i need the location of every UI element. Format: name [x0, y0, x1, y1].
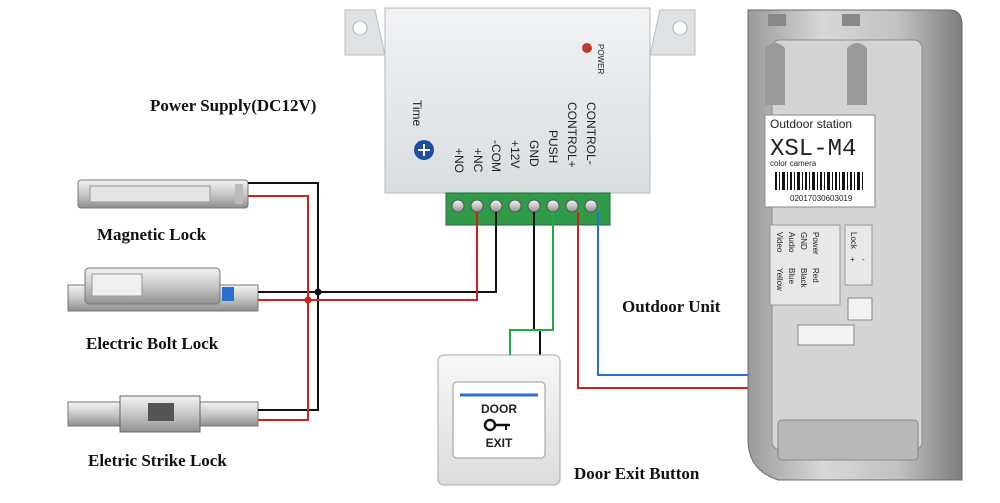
- time-knob-icon: [414, 140, 434, 160]
- electric-strike-lock-label: Eletric Strike Lock: [88, 451, 227, 470]
- electric-bolt-lock-image: [67, 267, 259, 312]
- sticker-title: Outdoor station: [770, 117, 852, 131]
- terminal-label-control-minus: CONTROL-: [584, 102, 598, 165]
- terminal-label-nc: +NC: [471, 148, 485, 173]
- lock-terminal-label: Lock + -: [844, 224, 873, 286]
- terminal-label-control-plus: CONTROL+: [565, 102, 579, 168]
- terminal-block: [445, 192, 611, 226]
- terminal-label-gnd: GND: [527, 140, 541, 167]
- exit-button-door-text: DOOR: [481, 402, 517, 416]
- pin-video: Video: [775, 232, 784, 253]
- lock-label: Lock: [849, 232, 858, 250]
- junction-red: [304, 296, 312, 304]
- power-supply-label: Power Supply(DC12V): [150, 96, 316, 115]
- green-wire: [509, 212, 554, 355]
- pin-audio-color: Blue: [787, 268, 796, 285]
- lock-plus-label: +: [850, 255, 855, 264]
- power-supply-box: POWER Time +NO +NC -COM +12V GND PUSH CO…: [344, 7, 696, 226]
- barcode-number: 02017030603019: [790, 194, 853, 203]
- junction-black: [314, 288, 322, 296]
- pin-power-color: Red: [811, 268, 820, 283]
- connector-block: [797, 297, 873, 346]
- outdoor-unit-label: Outdoor Unit: [622, 297, 721, 316]
- magnetic-lock-image: [77, 179, 249, 209]
- terminal-label-no: +NO: [452, 148, 466, 173]
- door-exit-button-label: Door Exit Button: [574, 464, 700, 483]
- terminal-label-com: -COM: [489, 140, 503, 172]
- terminal-screws: [451, 199, 598, 213]
- model-sticker: Outdoor station XSL-M4 color camera 0201…: [764, 114, 876, 208]
- pin-gnd-color: Black: [799, 268, 808, 289]
- lock-minus-label: -: [862, 255, 865, 264]
- terminal-labels: +NO +NC -COM +12V GND PUSH CONTROL+ CONT…: [452, 102, 598, 173]
- pin-gnd: GND: [799, 232, 808, 250]
- power-led-icon: [582, 43, 592, 53]
- magnetic-lock-label: Magnetic Lock: [97, 225, 207, 244]
- electric-bolt-lock-label: Electric Bolt Lock: [86, 334, 219, 353]
- electric-strike-lock-image: [67, 395, 259, 433]
- pinout-label: Video Audio GND Power Yellow Blue Black …: [769, 224, 841, 306]
- terminal-label-push: PUSH: [546, 130, 560, 163]
- power-led-label: POWER: [596, 44, 605, 74]
- sticker-subtitle: color camera: [770, 159, 817, 168]
- door-exit-button-image: DOOR EXIT: [437, 354, 561, 486]
- terminal-label-12v: +12V: [508, 140, 522, 168]
- sticker-model: XSL-M4: [770, 136, 856, 163]
- time-label: Time: [410, 100, 424, 127]
- exit-button-exit-text: EXIT: [486, 436, 513, 450]
- barcode-icon: [775, 172, 863, 190]
- key-icon: [483, 418, 510, 432]
- pin-power: Power: [811, 232, 820, 255]
- pin-audio: Audio: [787, 232, 796, 253]
- outdoor-station-image: Outdoor station XSL-M4 color camera 0201…: [747, 9, 963, 481]
- pin-video-color: Yellow: [775, 268, 784, 291]
